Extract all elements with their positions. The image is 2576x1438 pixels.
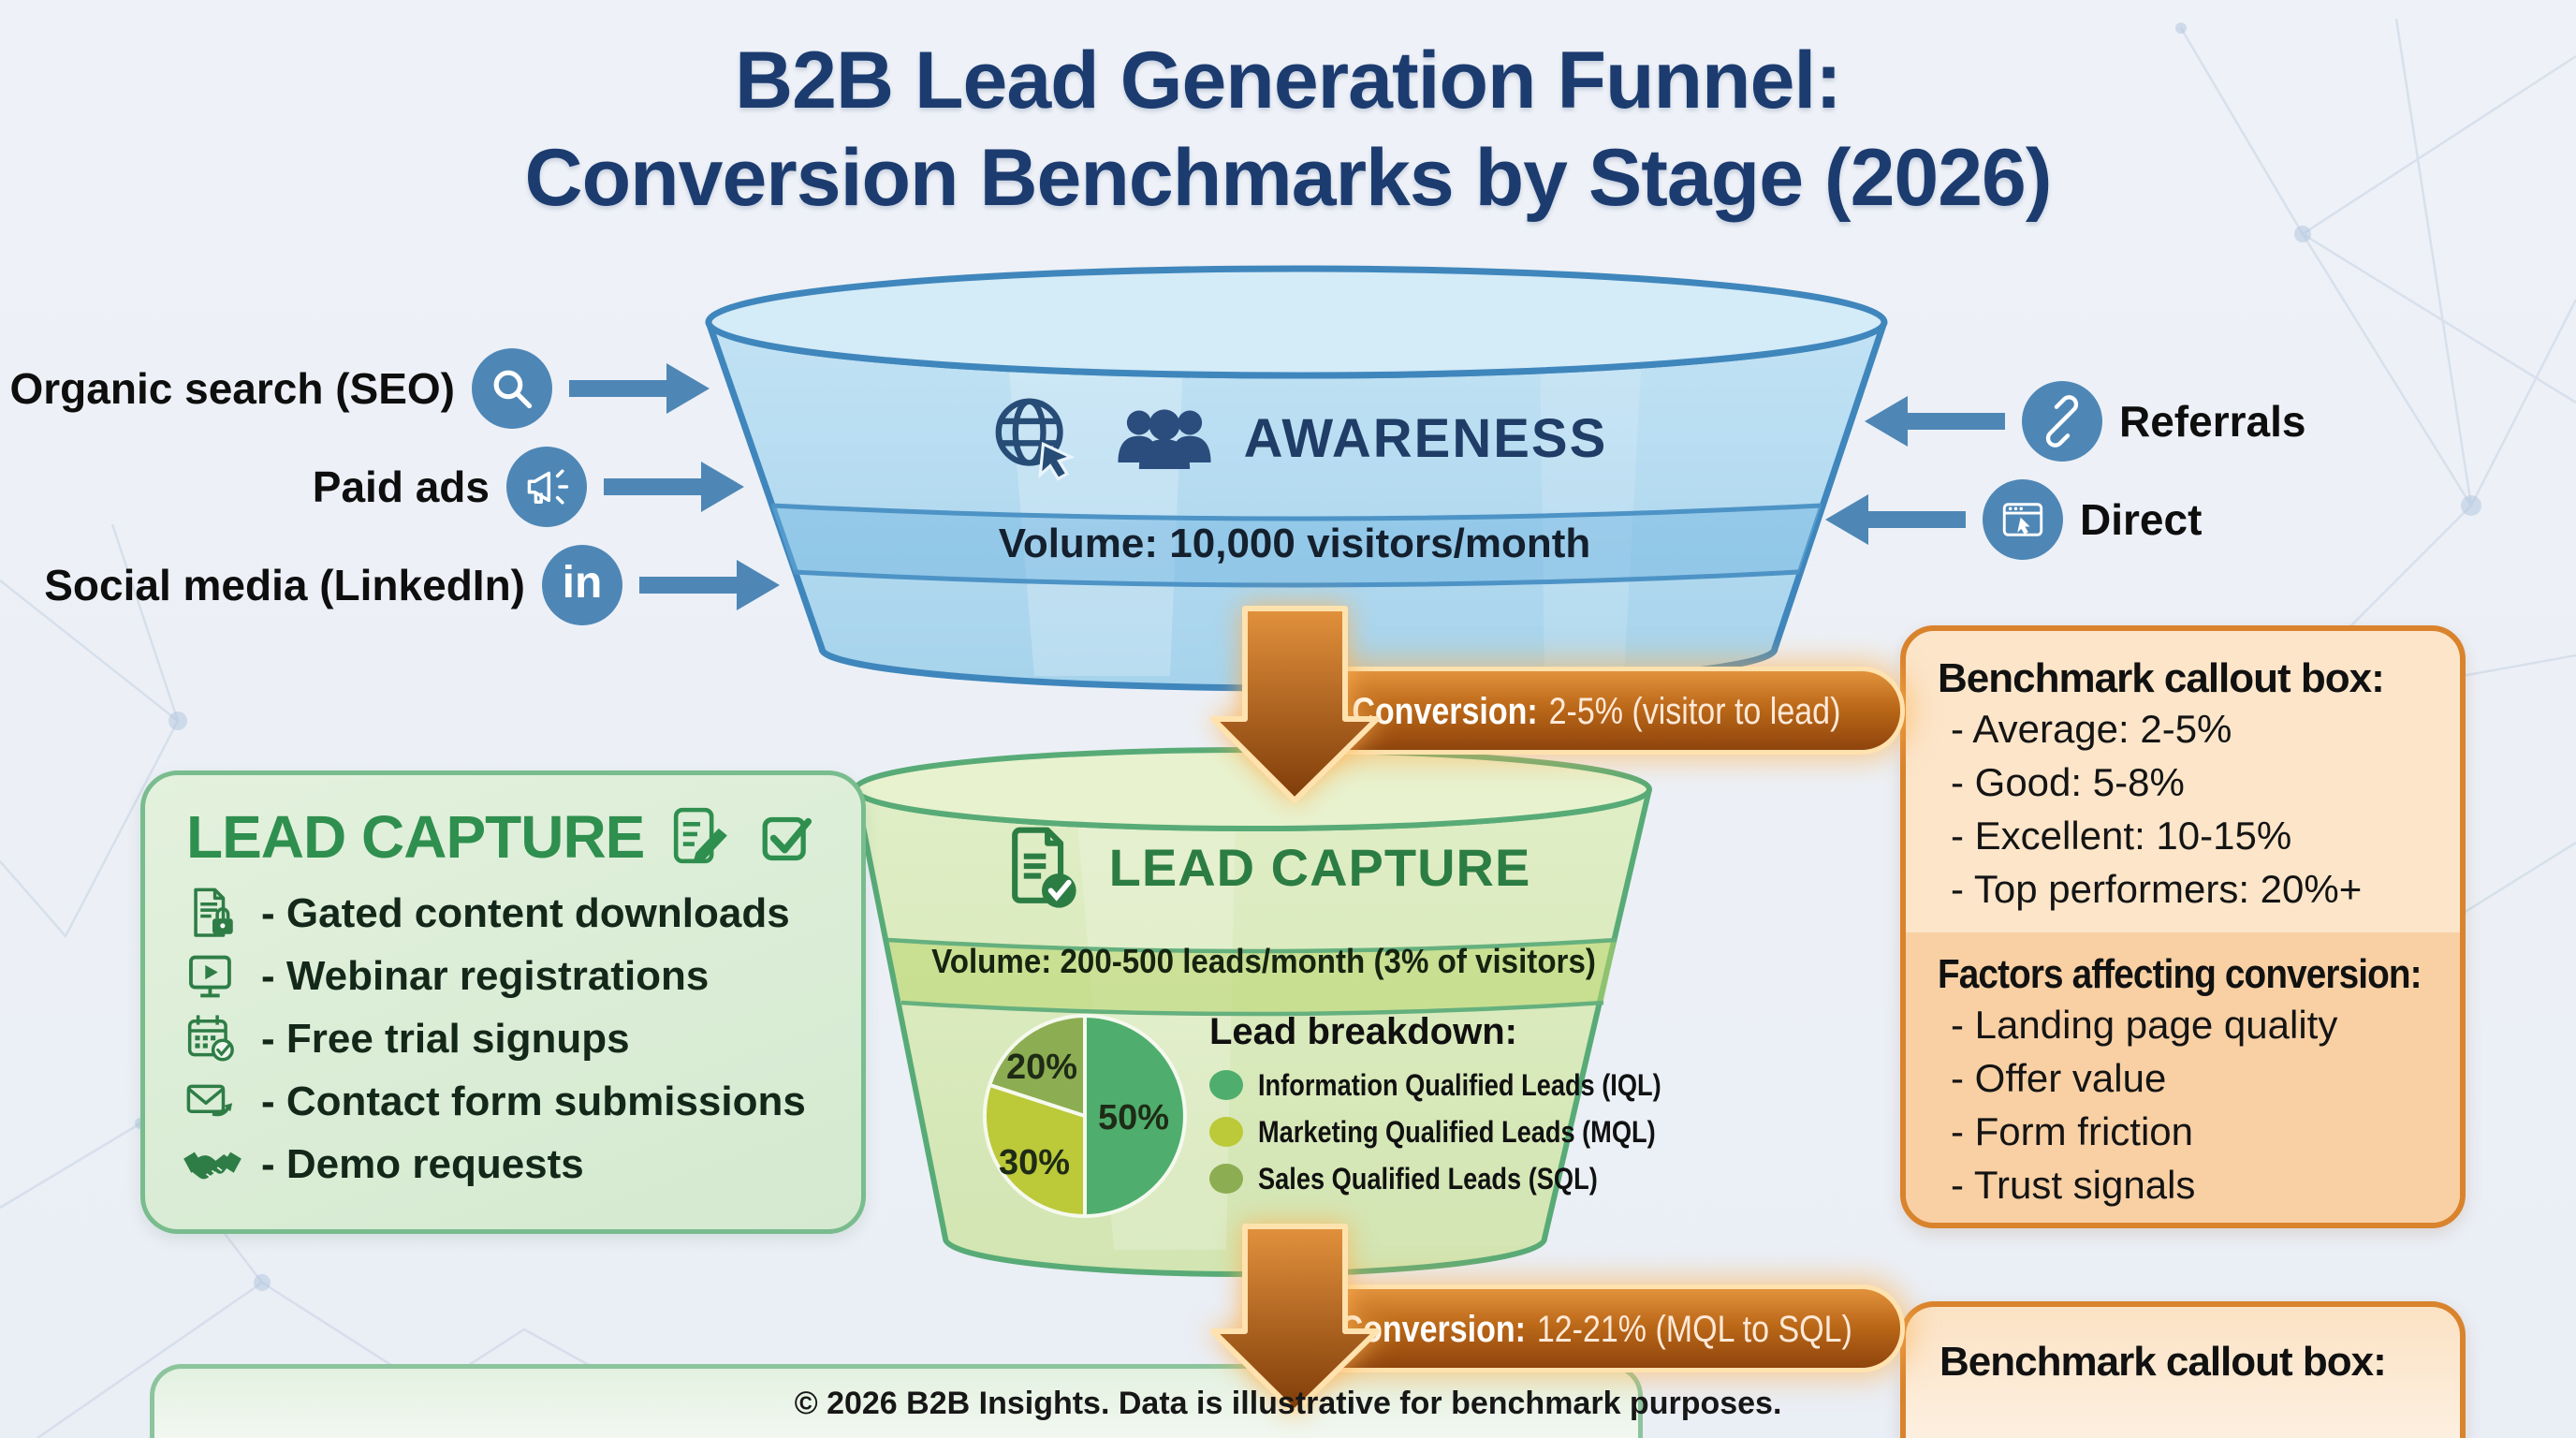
page-title-line2: Conversion Benchmarks by Stage (2026) (524, 133, 2052, 223)
panel-item-free-trial: - Free trial signups (183, 1011, 861, 1066)
document-check-icon (1011, 827, 1076, 908)
conversion-banner-2: ↓ Conversion: 12-21% (MQL to SQL) (1203, 1224, 1914, 1438)
lead-capture-stage-label: LEAD CAPTURE (1108, 837, 1531, 897)
panel-item-webinar: - Webinar registrations (183, 948, 861, 1004)
linkedin-icon: in (542, 545, 622, 625)
page-title-line1: B2B Lead Generation Funnel: (735, 36, 1842, 125)
source-label: Direct (2080, 495, 2203, 544)
panel-item-label: - Gated content downloads (261, 889, 790, 936)
benchmark-item: - Average: 2-5% (1951, 707, 2232, 751)
source-organic-search: Organic search (SEO) (10, 348, 710, 429)
conversion-pill-1: ↓ Conversion: 2-5% (visitor to lead) (1259, 667, 1905, 755)
source-label: Social media (LinkedIn) (44, 561, 525, 609)
pie-label-20: 20% (1006, 1048, 1077, 1087)
benchmark-heading: Benchmark callout box: (1938, 655, 2385, 701)
footer-note: © 2026 B2B Insights. Data is illustrativ… (794, 1386, 1782, 1421)
browser-window-icon (1983, 479, 2063, 560)
panel-item-gated-content: - Gated content downloads (183, 886, 861, 941)
arrow-left-icon (1865, 396, 2005, 447)
legend-label: Marketing Qualified Leads (MQL) (1258, 1114, 1656, 1149)
next-stage-box-partial (150, 1364, 1643, 1438)
lead-breakdown-pie-chart: 50% 30% 20% (982, 1014, 1187, 1218)
arrow-left-icon (1825, 494, 1966, 545)
arrow-right-icon (569, 363, 710, 414)
benchmark-callout-box-2: Benchmark callout box: (1900, 1301, 2466, 1438)
webinar-icon (189, 955, 231, 997)
legend-label: Information Qualified Leads (IQL) (1258, 1067, 1661, 1102)
source-label: Paid ads (312, 462, 490, 511)
legend-dot-olive (1209, 1164, 1243, 1194)
benchmark-heading: Benchmark callout box: (1939, 1339, 2387, 1385)
benchmark-callout-box-1: Benchmark callout box: - Average: 2-5% -… (1900, 625, 2466, 1228)
panel-item-contact-form: - Contact form submissions (183, 1074, 861, 1129)
lead-capture-panel: LEAD CAPTURE (140, 770, 866, 1234)
conversion-label: Conversion: (1352, 691, 1538, 732)
source-social-media: Social media (LinkedIn) in (44, 545, 780, 625)
factor-item: - Trust signals (1951, 1163, 2196, 1207)
legend-item-mql: Marketing Qualified Leads (MQL) (1209, 1113, 1696, 1151)
conversion-value: 2-5% (visitor to lead) (1548, 691, 1841, 732)
megaphone-icon (506, 447, 587, 527)
benchmark-section: Benchmark callout box: - Average: 2-5% -… (1906, 631, 2460, 932)
lead-breakdown-legend: Lead breakdown: Information Qualified Le… (1209, 1011, 1696, 1197)
checkbox-check-icon (762, 816, 812, 861)
panel-item-demo-requests: - Demo requests (183, 1137, 861, 1192)
globe-cursor-icon (995, 398, 1076, 481)
awareness-stage-label: AWARENESS (1243, 407, 1608, 469)
pie-slice-mql (982, 1082, 1087, 1218)
awareness-header: AWARENESS (894, 382, 1699, 494)
benchmark-item: - Top performers: 20%+ (1951, 867, 2363, 911)
calendar-check-icon (187, 1014, 234, 1062)
source-direct: Direct (1825, 479, 2202, 560)
lead-capture-panel-header: LEAD CAPTURE (186, 801, 861, 873)
conversion-value: 12-21% (MQL to SQL) (1536, 1309, 1852, 1350)
linkedin-glyph: in (562, 558, 603, 608)
awareness-volume: Volume: 10,000 visitors/month (998, 521, 1591, 566)
pie-slice-sql (988, 1014, 1087, 1118)
legend-item-sql: Sales Qualified Leads (SQL) (1209, 1160, 1696, 1197)
document-lock-icon (194, 888, 233, 937)
legend-dot-lime (1209, 1117, 1243, 1147)
big-down-arrow-icon (1210, 1224, 1380, 1415)
legend-heading: Lead breakdown: (1209, 1011, 1517, 1052)
lead-capture-volume: Volume: 200-500 leads/month (3% of visit… (931, 942, 1596, 980)
factors-section: Factors affecting conversion: - Landing … (1906, 932, 2460, 1223)
lead-capture-stage-header: LEAD CAPTURE (936, 822, 1591, 912)
panel-item-label: - Webinar registrations (261, 952, 710, 999)
panel-item-label: - Contact form submissions (261, 1078, 806, 1124)
legend-label: Sales Qualified Leads (SQL) (1258, 1161, 1598, 1196)
big-down-arrow-icon (1210, 606, 1380, 803)
lead-capture-panel-title: LEAD CAPTURE (186, 803, 645, 871)
pie-label-30: 30% (999, 1143, 1070, 1182)
clipboard-pencil-icon (674, 807, 728, 864)
factors-heading: Factors affecting conversion: (1938, 951, 2422, 997)
factor-item: - Landing page quality (1951, 1003, 2338, 1047)
pie-slice-iql (1083, 1014, 1187, 1218)
envelope-arrow-icon (186, 1084, 233, 1116)
source-paid-ads: Paid ads (313, 447, 744, 527)
conversion-banner-1: ↓ Conversion: 2-5% (visitor to lead) (1203, 606, 1914, 824)
panel-item-label: - Free trial signups (261, 1015, 630, 1062)
legend-dot-green (1209, 1070, 1243, 1100)
arrow-right-icon (604, 462, 744, 512)
arrow-right-icon (639, 560, 780, 610)
page-title: B2B Lead Generation Funnel: Conversion B… (0, 32, 2576, 227)
handshake-icon (183, 1152, 242, 1179)
panel-item-label: - Demo requests (261, 1140, 584, 1187)
benchmark-item: - Good: 5-8% (1951, 760, 2185, 804)
link-icon (2022, 381, 2102, 462)
users-icon (1118, 409, 1211, 470)
benchmark-item: - Excellent: 10-15% (1951, 814, 2292, 858)
source-referrals: Referrals (1865, 381, 2305, 462)
source-label: Referrals (2119, 397, 2306, 446)
legend-item-iql: Information Qualified Leads (IQL) (1209, 1066, 1696, 1104)
factor-item: - Offer value (1951, 1056, 2167, 1100)
search-icon (472, 348, 552, 429)
factor-item: - Form friction (1951, 1109, 2194, 1153)
source-label: Organic search (SEO) (9, 364, 456, 413)
pie-label-50: 50% (1098, 1098, 1169, 1137)
